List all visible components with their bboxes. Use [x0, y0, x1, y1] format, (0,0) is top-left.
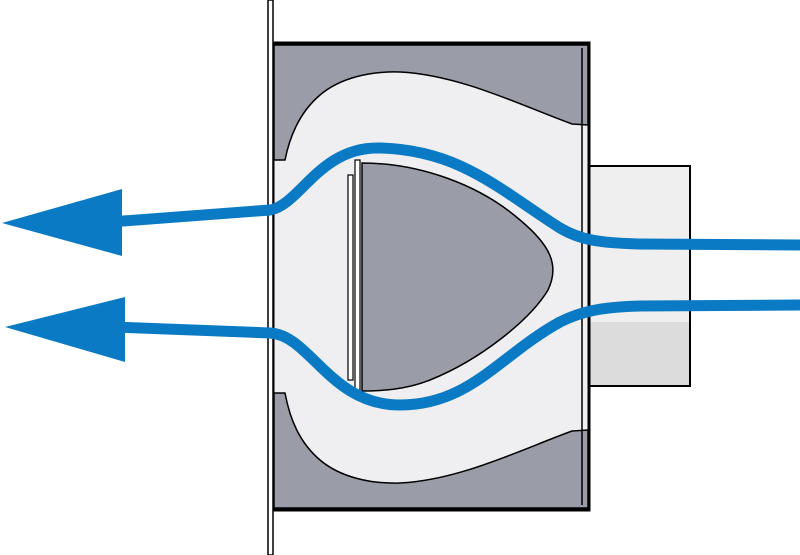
arrow-head-upper	[2, 189, 122, 256]
impeller	[347, 159, 554, 394]
housing-upper-insulation	[273, 44, 589, 161]
mounting-flange	[267, 0, 274, 555]
outlet-collar	[588, 165, 691, 387]
airflow-upper	[2, 142, 800, 256]
housing-lower-insulation	[273, 392, 589, 509]
airflow-lower	[5, 297, 800, 411]
arrow-head-lower	[5, 297, 125, 362]
